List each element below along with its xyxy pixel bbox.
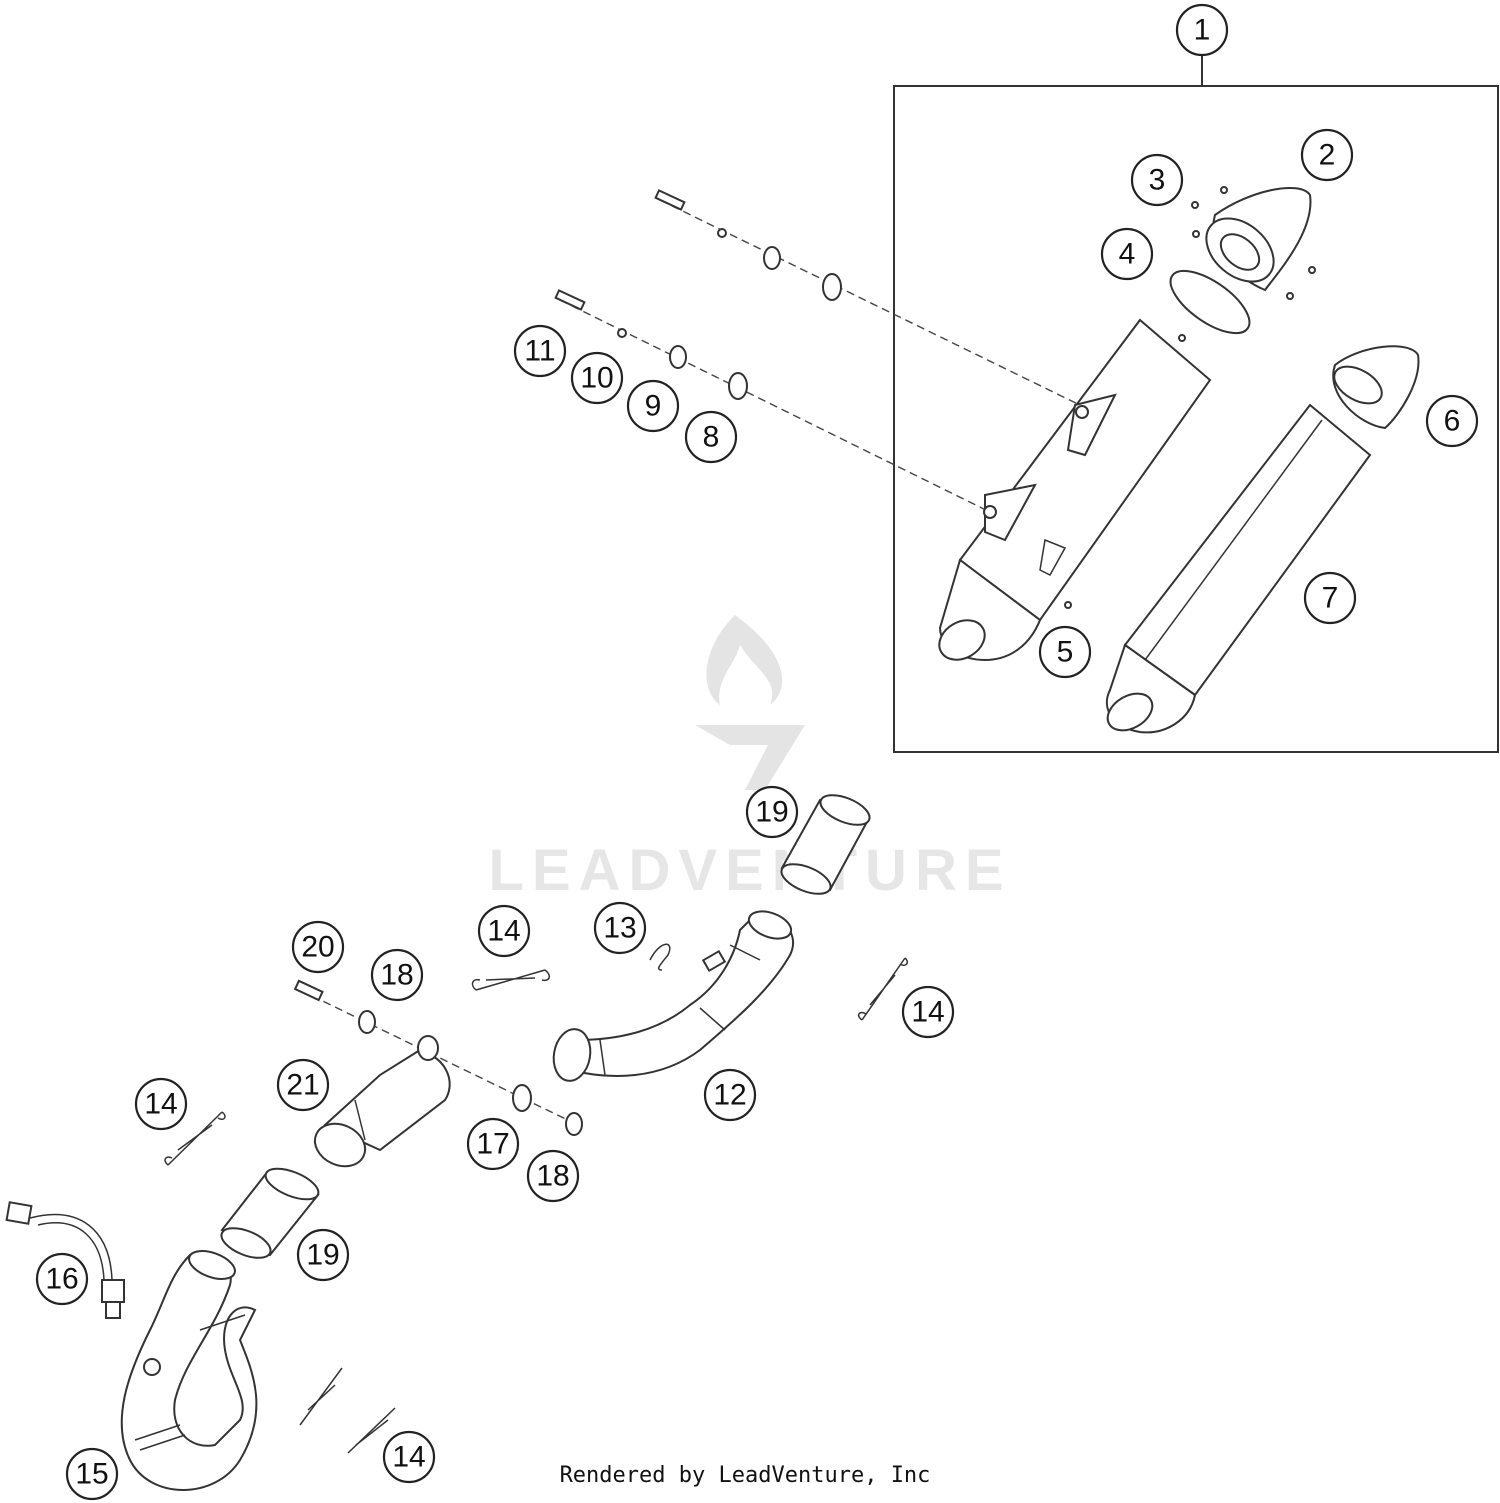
svg-text:14: 14 (911, 996, 944, 1029)
callout-14-bottom: 14 (382, 1430, 436, 1484)
svg-text:5: 5 (1057, 636, 1074, 669)
header-pipe (120, 1250, 258, 1491)
callout-1: 1 (1175, 3, 1229, 57)
callout-12: 12 (703, 1068, 757, 1122)
callout-4: 4 (1100, 227, 1154, 281)
bolt-line-upper (659, 199, 1091, 411)
muffler-assembly-box (893, 85, 1499, 753)
callout-9: 9 (626, 379, 680, 433)
callout-5: 5 (1038, 625, 1092, 679)
lower-bolt-stack (554, 289, 748, 400)
middle-pipe (552, 910, 795, 1082)
callout-6: 6 (1425, 394, 1479, 448)
svg-text:10: 10 (580, 362, 613, 395)
upper-bolt-stack (654, 189, 842, 301)
svg-text:19: 19 (306, 1239, 339, 1272)
svg-text:21: 21 (286, 1069, 319, 1102)
callout-14-top: 14 (477, 904, 531, 958)
svg-text:14: 14 (392, 1441, 425, 1474)
callout-2: 2 (1300, 128, 1354, 182)
oxygen-sensor (5, 1201, 125, 1319)
end-cap (1191, 186, 1316, 300)
callout-21: 21 (276, 1058, 330, 1112)
svg-text:17: 17 (476, 1128, 509, 1161)
callout-10: 10 (570, 351, 624, 405)
header-bolt-stack (293, 979, 583, 1136)
callout-11: 11 (513, 324, 567, 378)
callout-15: 15 (65, 1447, 119, 1501)
callout-20: 20 (291, 920, 345, 974)
replacement-end-cap (1332, 345, 1420, 430)
watermark-text: LEADVENTURE (488, 838, 1011, 903)
svg-text:4: 4 (1119, 238, 1136, 271)
svg-text:12: 12 (713, 1079, 746, 1112)
svg-text:13: 13 (603, 912, 636, 945)
svg-text:11: 11 (524, 335, 555, 368)
callout-7: 7 (1303, 571, 1357, 625)
svg-text:14: 14 (144, 1088, 177, 1121)
connecting-pipe (313, 1035, 451, 1168)
svg-text:18: 18 (380, 959, 413, 992)
svg-text:1: 1 (1194, 14, 1211, 47)
muffler-body (938, 318, 1212, 662)
svg-text:6: 6 (1444, 405, 1461, 438)
svg-text:8: 8 (703, 421, 720, 454)
spring-left (164, 1111, 226, 1166)
spring-top (471, 969, 550, 991)
callout-8: 8 (684, 410, 738, 464)
callout-14-left: 14 (134, 1077, 188, 1131)
callout-18-bottom: 18 (526, 1149, 580, 1203)
callout-13: 13 (593, 901, 647, 955)
svg-text:20: 20 (301, 931, 334, 964)
svg-text:9: 9 (645, 390, 662, 423)
svg-text:15: 15 (75, 1458, 108, 1491)
spring-bottom-a (299, 1367, 343, 1426)
callout-16: 16 (35, 1252, 89, 1306)
callout-17: 17 (466, 1117, 520, 1171)
spring-bottom-b (347, 1407, 396, 1454)
svg-text:2: 2 (1319, 139, 1336, 172)
spring-right (857, 957, 908, 1021)
watermark-logo: LEADVENTURE (488, 615, 1011, 903)
hook-clamp (649, 943, 671, 971)
svg-text:19: 19 (755, 796, 788, 829)
svg-text:18: 18 (536, 1160, 569, 1193)
gasket-ring (1169, 269, 1251, 335)
svg-text:3: 3 (1149, 164, 1166, 197)
muffler-sleeve (1105, 403, 1372, 734)
sleeve-lower (220, 1167, 320, 1259)
svg-text:16: 16 (45, 1263, 78, 1296)
sleeve-upper (780, 794, 871, 895)
render-credit: Rendered by LeadVenture, Inc (560, 1463, 931, 1488)
svg-text:7: 7 (1322, 582, 1339, 615)
callout-19-lower: 19 (296, 1228, 350, 1282)
callout-3: 3 (1130, 153, 1184, 207)
callout-14-right: 14 (901, 985, 955, 1039)
svg-text:14: 14 (487, 915, 520, 948)
callout-18-top: 18 (370, 948, 424, 1002)
bolt-line-lower (559, 299, 991, 513)
callout-19-upper: 19 (745, 785, 799, 839)
